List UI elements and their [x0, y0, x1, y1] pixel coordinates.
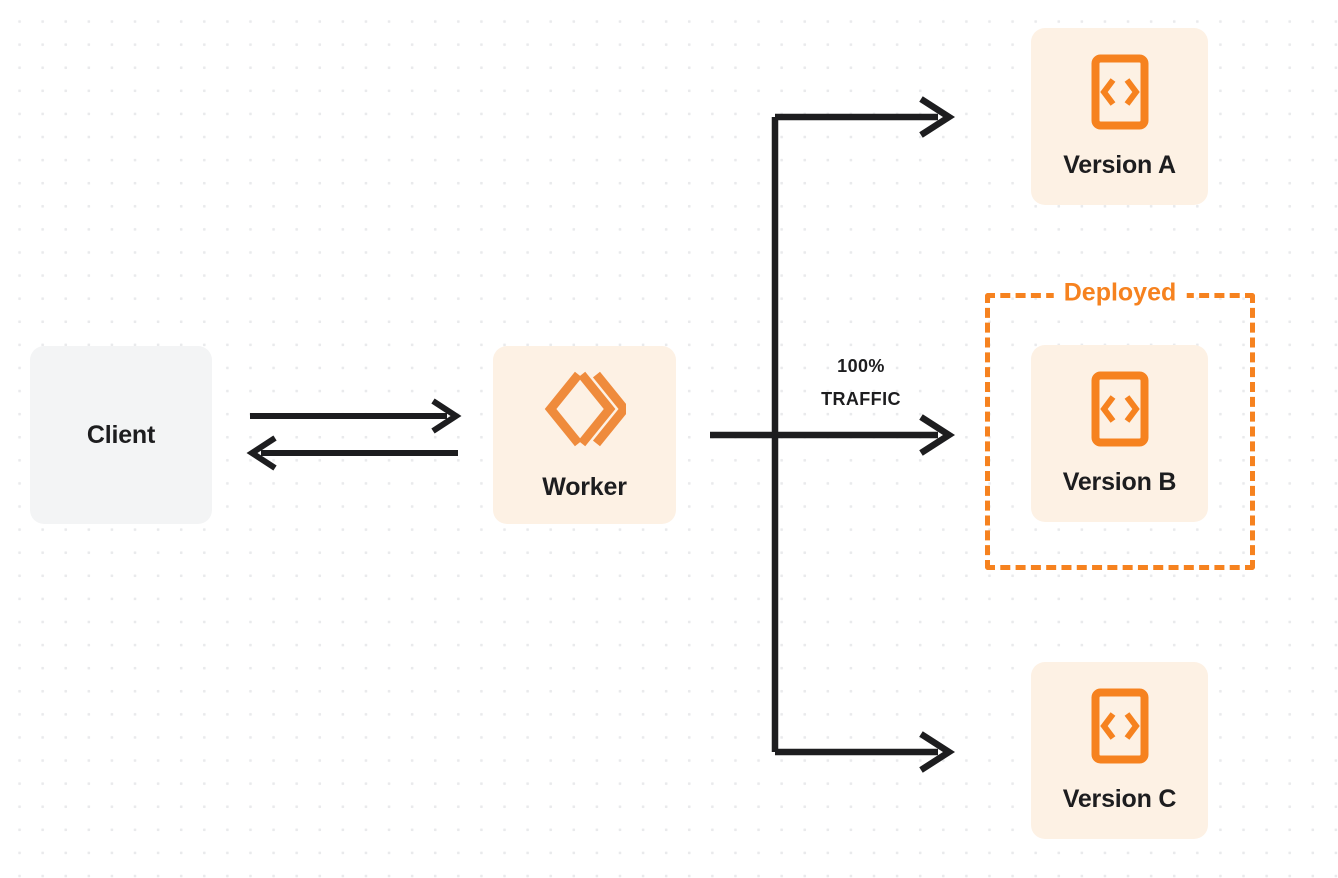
cloudflare-workers-logo-icon — [544, 368, 630, 455]
deployed-group-label: Deployed — [1053, 280, 1187, 306]
edge-trunk-to-version-a — [775, 96, 956, 138]
worker-node-label: Worker — [542, 473, 627, 501]
worker-node[interactable]: Worker — [493, 346, 676, 524]
traffic-percent-value: 100% — [837, 356, 885, 376]
deployed-group: Deployed — [985, 280, 1255, 570]
code-file-icon — [1091, 371, 1149, 452]
version-a-node-label: Version A — [1063, 150, 1176, 179]
version-c-node[interactable]: Version C — [1031, 662, 1208, 839]
version-a-node[interactable]: Version A — [1031, 28, 1208, 205]
version-b-node[interactable]: Version B — [1031, 345, 1208, 522]
edge-worker-to-client-response — [246, 435, 458, 471]
code-file-icon — [1091, 688, 1149, 769]
edge-client-to-worker-request — [250, 398, 462, 434]
code-file-icon — [1091, 54, 1149, 135]
traffic-unit-label: TRAFFIC — [821, 389, 901, 410]
client-node[interactable]: Client — [30, 346, 212, 524]
client-node-label: Client — [86, 420, 156, 449]
traffic-label: 100% TRAFFIC — [781, 350, 941, 417]
version-c-node-label: Version C — [1062, 784, 1177, 813]
version-b-node-label: Version B — [1062, 467, 1177, 496]
edge-trunk-to-version-c — [775, 731, 956, 773]
edge-trunk-to-version-b — [775, 414, 956, 456]
